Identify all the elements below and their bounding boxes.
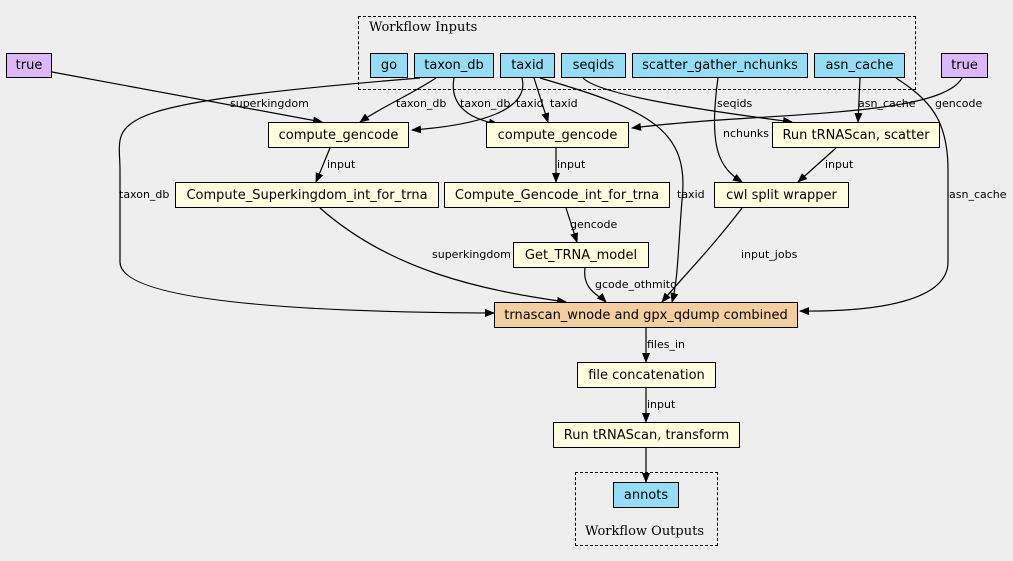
true-constant-right-node[interactable]: true: [941, 53, 988, 78]
cwl-split-wrapper-node[interactable]: cwl split wrapper: [714, 182, 849, 208]
edge-get-trna-model-to-combined: [584, 267, 607, 303]
edge-label-input-1: input: [327, 158, 356, 171]
edge-taxid-to-combined: [539, 77, 684, 303]
edge-label-seqids: seqids: [717, 97, 753, 110]
edge-label-taxid-1: taxid: [516, 97, 544, 110]
edge-label-gcode-othmito: gcode_othmito: [595, 278, 677, 291]
workflow-inputs-cluster: [358, 16, 916, 90]
edge-label-gencode-2: gencode: [570, 218, 618, 231]
edge-taxon-db-to-combined: [118, 77, 495, 317]
edge-taxid-to-compute-gencode-1: [411, 77, 524, 134]
edge-label-taxid-2: taxid: [550, 97, 578, 110]
edge-true-to-compute-gencode-2: [631, 77, 963, 131]
compute-gencode-2-node[interactable]: compute_gencode: [486, 122, 629, 148]
edge-superkingdom-to-combined: [319, 207, 567, 305]
asn-cache-input-node[interactable]: asn_cache: [814, 53, 905, 78]
edge-gencode-int-to-get-trna-model: [565, 207, 579, 243]
edge-asn-cache-to-combined: [799, 77, 949, 316]
file-concatenation-node[interactable]: file concatenation: [577, 362, 716, 388]
edge-compute-gencode-1-to-superkingdom: [315, 147, 331, 183]
edge-label-input-2: input: [557, 158, 586, 171]
compute-gencode-1-node[interactable]: compute_gencode: [268, 122, 409, 148]
taxid-input-node[interactable]: taxid: [500, 53, 555, 78]
edge-label-asn-cache-1: asn_cache: [858, 97, 916, 110]
edge-label-gencode-1: gencode: [935, 97, 983, 110]
edge-label-taxid-3: taxid: [677, 188, 705, 201]
seqids-input-node[interactable]: seqids: [561, 53, 626, 78]
edge-true-to-compute-gencode-1: [51, 71, 323, 125]
compute-superkingdom-node[interactable]: Compute_Superkingdom_int_for_trna: [175, 182, 439, 208]
get-trna-model-node[interactable]: Get_TRNA_model: [513, 242, 649, 268]
edge-label-superkingdom-1: superkingdom: [230, 97, 309, 110]
compute-gencode-int-node[interactable]: Compute_Gencode_int_for_trna: [444, 182, 670, 208]
workflow-outputs-cluster: [575, 472, 718, 546]
edge-label-files-in: files_in: [647, 338, 686, 351]
run-trnascan-transform-node[interactable]: Run tRNAScan, transform: [553, 422, 740, 448]
edge-label-input-3: input: [825, 158, 854, 171]
edge-taxon-db-to-compute-gencode-1: [359, 77, 437, 123]
edge-cwl-split-to-combined: [661, 207, 743, 303]
edge-label-taxon-db-3: taxon_db: [119, 188, 170, 201]
workflow-inputs-label: Workflow Inputs: [369, 20, 478, 35]
edge-label-superkingdom-2: superkingdom: [432, 248, 511, 261]
edge-label-input-jobs: input_jobs: [741, 248, 798, 261]
edge-scatter-to-cwl-split: [797, 147, 837, 183]
trnascan-combined-node[interactable]: trnascan_wnode and gpx_qdump combined: [494, 302, 798, 328]
edge-nchunks-to-cwl-split: [713, 77, 743, 183]
edge-label-taxon-db-1: taxon_db: [396, 97, 447, 110]
annots-output-node[interactable]: annots: [613, 482, 679, 508]
scatter-gather-nchunks-input-node[interactable]: scatter_gather_nchunks: [632, 53, 808, 78]
go-input-node[interactable]: go: [370, 53, 408, 78]
taxon-db-input-node[interactable]: taxon_db: [414, 53, 494, 78]
edge-label-input-4: input: [647, 398, 676, 411]
edge-taxon-db-to-compute-gencode-2: [452, 77, 499, 127]
edge-label-asn-cache-2: asn_cache: [949, 188, 1007, 201]
run-trnascan-scatter-node[interactable]: Run tRNAScan, scatter: [772, 122, 940, 148]
workflow-outputs-label: Workflow Outputs: [585, 524, 704, 539]
edge-taxid-to-compute-gencode-2: [533, 77, 550, 123]
true-constant-left-node[interactable]: true: [6, 53, 52, 78]
edge-label-taxon-db-2: taxon_db: [460, 97, 511, 110]
edge-asn-cache-to-run-trnascan-scatter: [854, 77, 863, 123]
edge-label-nchunks: nchunks: [723, 127, 770, 140]
